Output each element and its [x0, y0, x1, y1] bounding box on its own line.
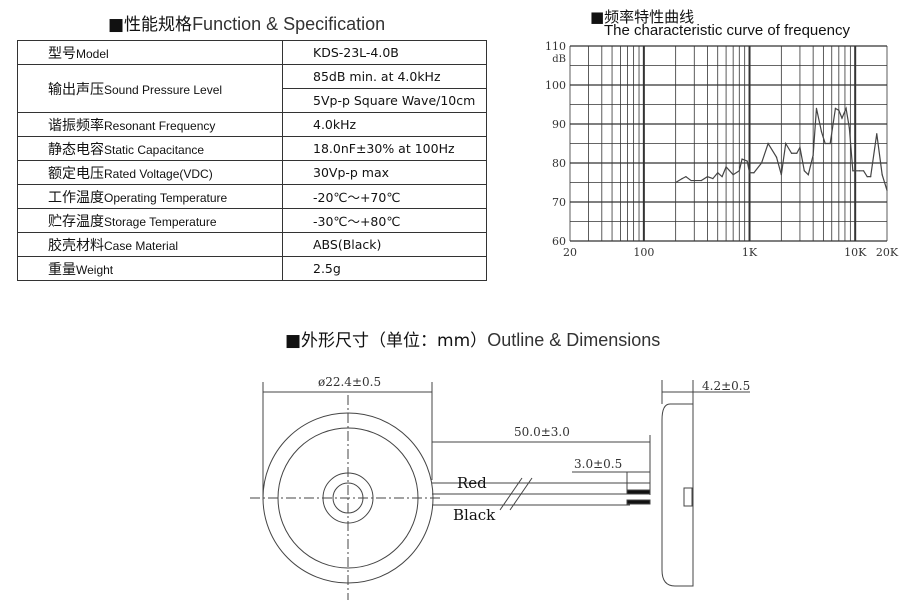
spec-value: -20℃～+70℃ [282, 184, 487, 209]
data-point [746, 160, 748, 162]
outline-title: ■外形尺寸（单位：mm）Outline & Dimensions [285, 330, 661, 351]
chart-subtitle: The characteristic curve of frequency [604, 22, 850, 39]
spec-value: 85dB min. at 4.0kHz [282, 64, 487, 89]
spec-label: 型号Model [17, 40, 283, 65]
spec-row: 额定电压Rated Voltage(VDC)30Vp-p max [17, 160, 487, 185]
data-point [858, 170, 861, 172]
red-wire-label: Red [457, 474, 487, 492]
spec-title: ■性能规格Function & Specification [108, 14, 386, 35]
data-point [700, 179, 702, 182]
x-tick-label: 1K [742, 246, 758, 259]
x-tick-label: 10K [844, 246, 867, 259]
data-point [775, 156, 778, 158]
data-point [838, 109, 840, 111]
data-point [675, 181, 677, 184]
data-point [725, 166, 727, 168]
chart-title: ■频率特性曲线 [590, 8, 695, 26]
y-tick-label: 80 [552, 157, 566, 170]
data-point [820, 131, 823, 133]
data-point [799, 146, 801, 148]
spec-label: 输出声压Sound Pressure Level [17, 64, 283, 113]
data-point [834, 107, 837, 109]
data-point [881, 174, 883, 176]
x-tick-label: 20 [563, 246, 577, 259]
data-point [824, 142, 826, 145]
black-wire-label: Black [453, 506, 496, 524]
frequency-response-line [675, 106, 888, 191]
spec-label: 胶壳材料Case Material [17, 232, 283, 257]
data-point [721, 176, 723, 178]
thickness-label: 4.2±0.5 [702, 379, 750, 393]
data-point [829, 142, 831, 145]
data-point [748, 172, 751, 174]
y-tick-label: 90 [552, 118, 566, 131]
data-point [866, 176, 868, 178]
data-point [870, 176, 872, 178]
data-point [681, 178, 683, 180]
y-axis-label: dB [552, 54, 566, 65]
data-point [807, 174, 809, 176]
spec-label: 额定电压Rated Voltage(VDC) [17, 160, 283, 185]
spec-value: 18.0nF±30% at 100Hz [282, 136, 487, 161]
data-point [690, 179, 692, 182]
data-point [741, 158, 743, 160]
y-tick-label: 70 [552, 196, 566, 209]
data-point [815, 107, 818, 109]
data-point [862, 170, 865, 172]
spec-label: 工作温度Operating Temperature [17, 184, 283, 209]
spec-row: 贮存温度Storage Temperature-30℃～+80℃ [17, 208, 487, 233]
data-point [717, 172, 719, 174]
data-point [753, 172, 755, 174]
data-point [706, 176, 709, 178]
strip-length-label: 3.0±0.5 [574, 457, 622, 471]
spec-value: 4.0kHz [282, 112, 487, 137]
data-point [796, 152, 798, 154]
spec-value: -30℃～+80℃ [282, 208, 487, 233]
y-tick-label: 100 [545, 79, 566, 92]
data-point [803, 170, 805, 172]
x-tick-label: 20K [876, 246, 899, 259]
data-point [876, 133, 878, 135]
spec-label: 贮存温度Storage Temperature [17, 208, 283, 233]
data-point [767, 142, 769, 145]
spec-label: 重量Weight [17, 256, 283, 281]
diameter-label: ø22.4±0.5 [318, 375, 381, 389]
spec-value: 2.5g [282, 256, 487, 281]
spec-value: 30Vp-p max [282, 160, 487, 185]
data-point [845, 107, 847, 109]
data-point [886, 189, 888, 191]
spec-value: 5Vp-p Square Wave/10cm [282, 88, 487, 113]
data-point [760, 162, 763, 164]
data-point [685, 176, 687, 178]
data-point [812, 154, 814, 156]
y-tick-label: 60 [552, 235, 566, 248]
data-point [738, 170, 740, 172]
spec-value: KDS-23L-4.0B [282, 40, 487, 65]
data-point [732, 174, 734, 176]
data-point [848, 127, 850, 129]
x-tick-label: 100 [633, 246, 654, 259]
outline-drawing: ø22.4±0.5 50.0±3.0 3.0±0.5 4.2±0.5 Red B… [250, 375, 750, 600]
spec-row: 5Vp-p Square Wave/10cm [18, 88, 487, 113]
spec-row: 工作温度Operating Temperature-20℃～+70℃ [17, 184, 487, 209]
y-tick-label: 110 [545, 40, 566, 53]
spec-value: ABS(Black) [282, 232, 487, 257]
data-point [790, 152, 793, 154]
lead-length-label: 50.0±3.0 [514, 425, 570, 439]
data-point [785, 142, 787, 145]
spec-label: 静态电容Static Capacitance [17, 136, 283, 161]
data-point [841, 117, 843, 119]
frequency-chart: 60 70 80 90 100 110 20 100 1K 10K 20K dB [545, 40, 899, 259]
data-point [712, 178, 714, 180]
spec-label: 谐振频率Resonant Frequency [17, 112, 283, 137]
data-point [852, 170, 854, 172]
data-point [780, 174, 782, 176]
